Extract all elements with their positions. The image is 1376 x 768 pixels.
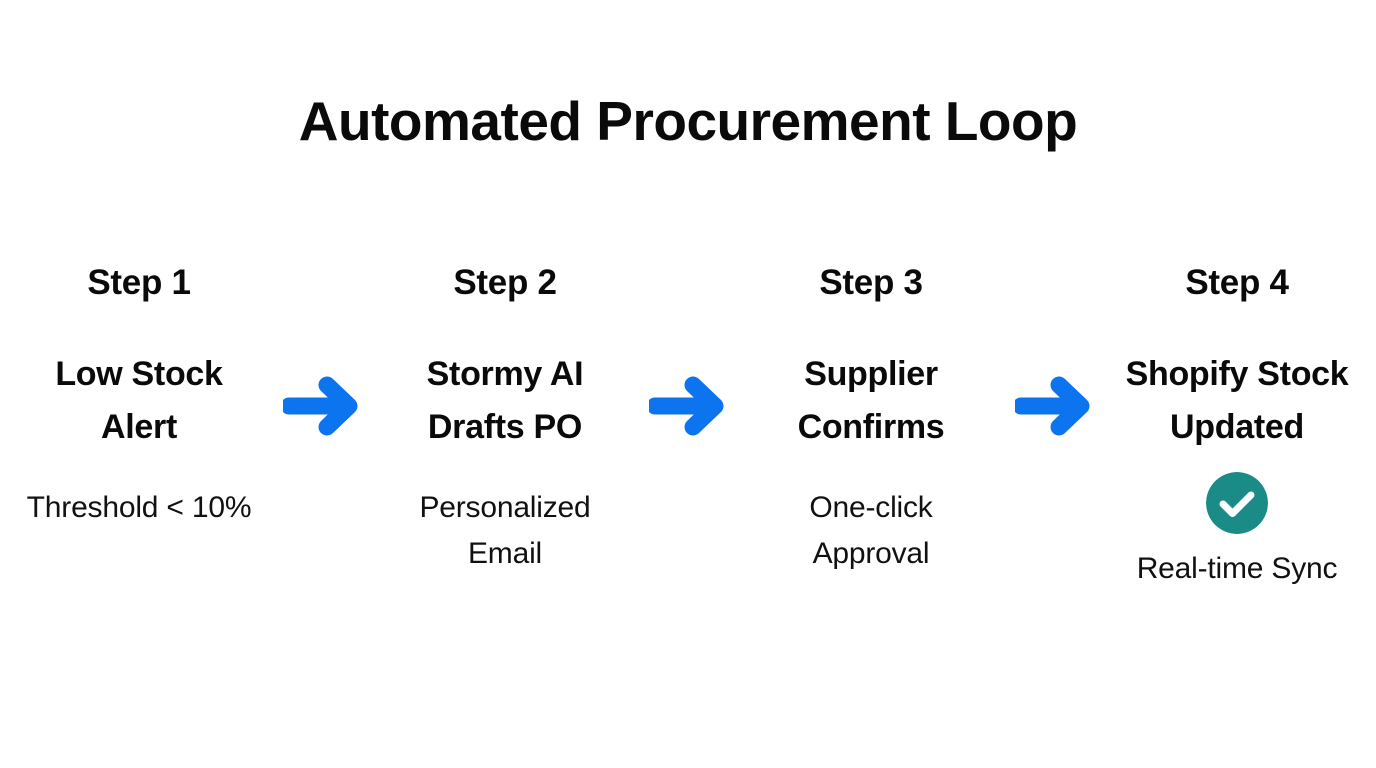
step-1-label: Step 1	[87, 263, 191, 302]
arrow-right-icon	[649, 376, 724, 436]
check-circle-icon	[1206, 472, 1268, 534]
flow-step-2[interactable]: Step 2 Stormy AI Drafts PO Personalized …	[366, 262, 644, 577]
step-2-heading: Stormy AI Drafts PO	[426, 355, 584, 446]
procurement-flow: Step 1 Low Stock Alert Threshold < 10% S…	[0, 262, 1376, 602]
step-4-subtext: Real-time Sync	[1136, 552, 1338, 585]
page-title: Automated Procurement Loop	[298, 90, 1078, 152]
step-3-heading: Supplier Confirms	[797, 355, 945, 446]
status-badge	[1206, 472, 1268, 534]
connector-3	[1010, 262, 1098, 437]
step-2-label: Step 2	[453, 263, 557, 302]
step-1-subtext: Threshold < 10%	[26, 491, 252, 524]
step-4-label: Step 4	[1185, 263, 1289, 302]
flow-step-4[interactable]: Step 4 Shopify Stock Updated Real-time S…	[1098, 262, 1376, 592]
connector-1	[278, 262, 366, 437]
step-3-subtext: One-click Approval	[809, 491, 933, 570]
step-2-subtext: Personalized Email	[419, 491, 591, 570]
arrow-right-icon	[283, 376, 358, 436]
connector-2	[644, 262, 732, 437]
arrow-right-icon	[1015, 376, 1090, 436]
flow-step-1[interactable]: Step 1 Low Stock Alert Threshold < 10%	[0, 262, 278, 531]
step-1-heading: Low Stock Alert	[55, 355, 223, 446]
flow-step-3[interactable]: Step 3 Supplier Confirms One-click Appro…	[732, 262, 1010, 577]
step-4-heading: Shopify Stock Updated	[1125, 355, 1349, 446]
step-3-label: Step 3	[819, 263, 923, 302]
